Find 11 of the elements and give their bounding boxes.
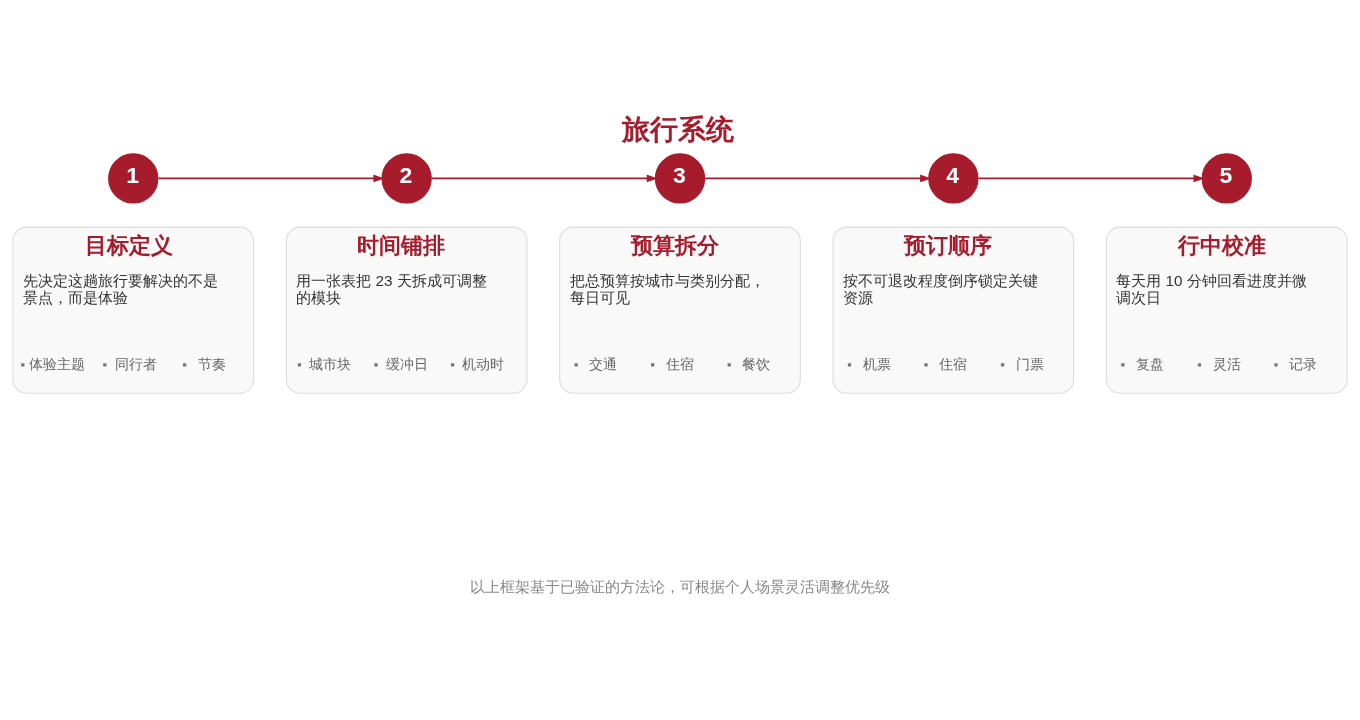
- arrow: [430, 174, 658, 182]
- node-circle: 2: [381, 152, 432, 204]
- node-circle: 3: [654, 152, 706, 204]
- arrow: [977, 174, 1205, 182]
- arrow: [157, 174, 385, 182]
- caption: 以上框架基于已验证的方法论，可根据个人场景灵活调整优先级: [470, 577, 890, 595]
- node-circle: 4: [928, 152, 979, 204]
- diagram-title: 旅行系统: [622, 112, 735, 145]
- node-circle: 1: [108, 152, 159, 204]
- node-circle: 5: [1201, 152, 1252, 204]
- arrow: [704, 174, 932, 182]
